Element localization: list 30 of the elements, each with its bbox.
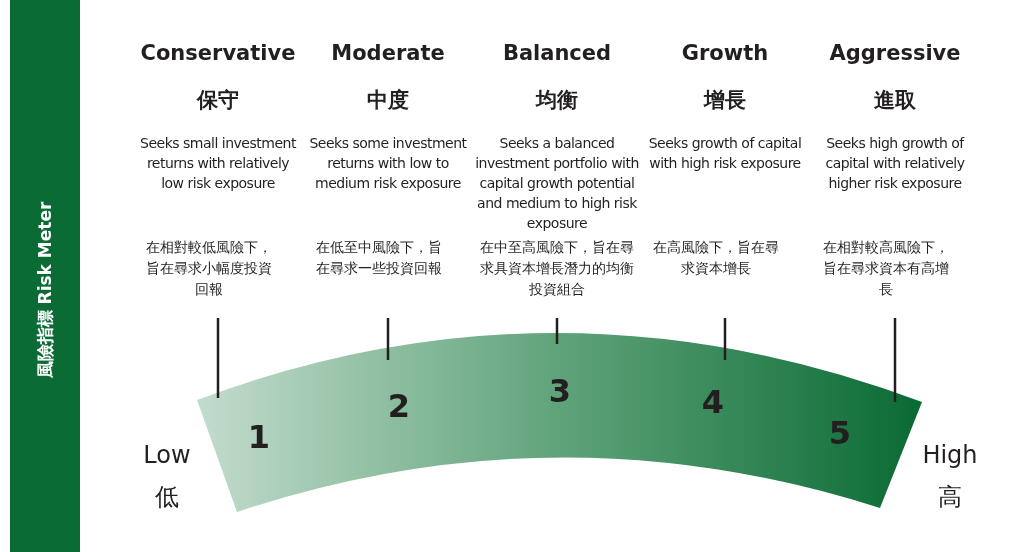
profile-description: Seeks a balanced investment portfolio with capital growth potential and medium to high risk exposure xyxy=(474,134,640,233)
risk-level-number: 1 xyxy=(246,417,272,457)
profile-heading-chinese: 增長 xyxy=(702,87,747,114)
vertical-title: 風險指標 Risk Meter xyxy=(33,201,56,379)
profile-heading: Aggressive xyxy=(828,41,962,65)
risk-level-number: 4 xyxy=(700,382,726,422)
profile-heading-chinese: 均衡 xyxy=(534,87,579,114)
profile-description-chinese: 在低至中風險下，旨在尋求一些投資回報 xyxy=(315,238,443,278)
profile-heading: Growth xyxy=(680,41,770,65)
profile-description: Seeks some investment returns with low to medium risk exposure xyxy=(308,134,468,193)
profile-description-chinese: 在高風險下，旨在尋求資本增長 xyxy=(652,238,780,278)
scale-end-label: 低 xyxy=(154,482,180,512)
risk-level-number: 3 xyxy=(547,371,573,411)
profile-heading: Moderate xyxy=(330,41,446,65)
profile-description-chinese: 在相對較低風險下，旨在尋求小幅度投資回報 xyxy=(145,238,273,299)
profile-description-chinese: 在相對較高風險下，旨在尋求資本有高增長 xyxy=(822,238,950,299)
profile-heading: Balanced xyxy=(501,41,613,65)
profile-heading-chinese: 進取 xyxy=(873,87,917,114)
scale-end-label: 高 xyxy=(937,482,963,512)
scale-end-label: Low xyxy=(142,440,192,470)
profile-heading-chinese: 保守 xyxy=(195,87,240,114)
profile-description: Seeks growth of capital with high risk exposure xyxy=(647,134,803,173)
risk-level-number: 5 xyxy=(827,413,853,453)
risk-level-number: 2 xyxy=(386,386,412,426)
profile-heading-chinese: 中度 xyxy=(366,87,410,114)
profile-description: Seeks small investment returns with relatively low risk exposure xyxy=(139,134,298,193)
profile-description: Seeks high growth of capital with relatively higher risk exposure xyxy=(824,134,966,193)
scale-end-label: High xyxy=(921,440,979,470)
profile-description-chinese: 在中至高風險下，旨在尋求具資本增長潛力的均衡投資組合 xyxy=(479,238,635,299)
profile-heading: Conservative xyxy=(139,41,297,65)
